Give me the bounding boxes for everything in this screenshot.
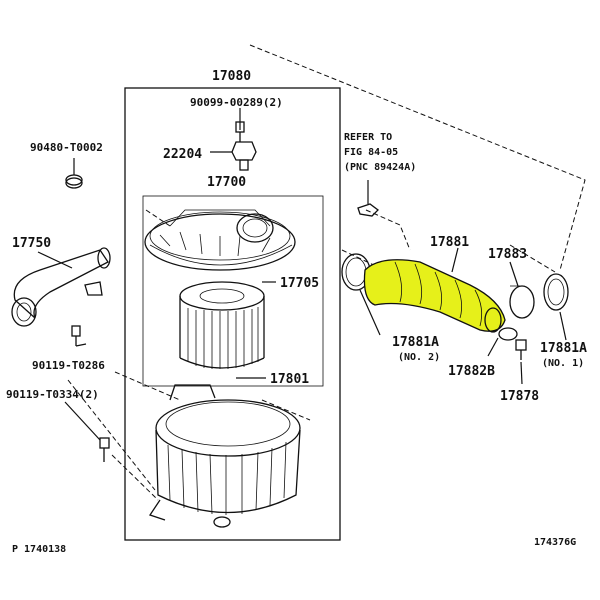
label-90119-t0334: 90119-T0334(2) bbox=[6, 388, 99, 401]
label-refer-line3: (PNC 89424A) bbox=[344, 162, 416, 173]
clamp-17881a-no1-icon bbox=[543, 273, 569, 311]
label-17881a-no2: 17881A bbox=[392, 335, 439, 350]
footer-left-code: P 1740138 bbox=[12, 544, 66, 555]
label-17883: 17883 bbox=[488, 247, 527, 262]
label-refer-line2: FIG 84-05 bbox=[344, 147, 398, 158]
dash-ref-refer bbox=[365, 209, 411, 251]
label-17881: 17881 bbox=[430, 235, 469, 250]
label-17881a-no1: 17881A bbox=[540, 341, 587, 356]
label-17881a-no1-sub: (NO. 1) bbox=[542, 358, 584, 369]
label-refer-line1: REFER TO bbox=[344, 132, 392, 143]
label-22204: 22204 bbox=[163, 147, 202, 162]
dash-ref-top bbox=[249, 44, 586, 271]
cap-17705-icon bbox=[144, 209, 296, 271]
gasket-17882b-icon bbox=[498, 327, 518, 341]
label-17705: 17705 bbox=[280, 276, 319, 291]
hose-highlight bbox=[363, 259, 506, 332]
clip-refer-icon bbox=[357, 180, 379, 217]
bolt-90119-t0286-icon bbox=[71, 325, 81, 346]
filter-17801-icon bbox=[179, 281, 265, 369]
label-90480: 90480-T0002 bbox=[30, 141, 103, 154]
sensor-22204-icon bbox=[210, 141, 257, 171]
label-90099: 90099-00289(2) bbox=[190, 96, 283, 109]
label-17750: 17750 bbox=[12, 236, 51, 251]
label-17080: 17080 bbox=[212, 69, 251, 84]
footer-right-code: 174376G bbox=[534, 537, 576, 548]
hose-17881-icon bbox=[363, 259, 506, 333]
inlet-duct-17750-icon bbox=[11, 247, 111, 327]
plug-17878-icon bbox=[515, 339, 527, 360]
dash-ref-17883 bbox=[509, 244, 556, 273]
grommet-90480-icon bbox=[65, 158, 83, 189]
assembly-box-17080 bbox=[124, 87, 341, 541]
label-90119-t0286: 90119-T0286 bbox=[32, 359, 105, 372]
label-17882b: 17882B bbox=[448, 364, 495, 379]
case-lower-icon bbox=[148, 384, 301, 528]
leader-lines bbox=[37, 108, 567, 501]
element-box-17700 bbox=[142, 195, 324, 387]
bolt-90099-icon bbox=[235, 112, 245, 142]
bolt-90119-t0334-icon bbox=[99, 437, 110, 462]
label-17700: 17700 bbox=[207, 175, 246, 190]
ring-17883-icon bbox=[509, 285, 535, 319]
label-17878: 17878 bbox=[500, 389, 539, 404]
label-17801: 17801 bbox=[270, 372, 309, 387]
label-17881a-no2-sub: (NO. 2) bbox=[398, 352, 440, 363]
